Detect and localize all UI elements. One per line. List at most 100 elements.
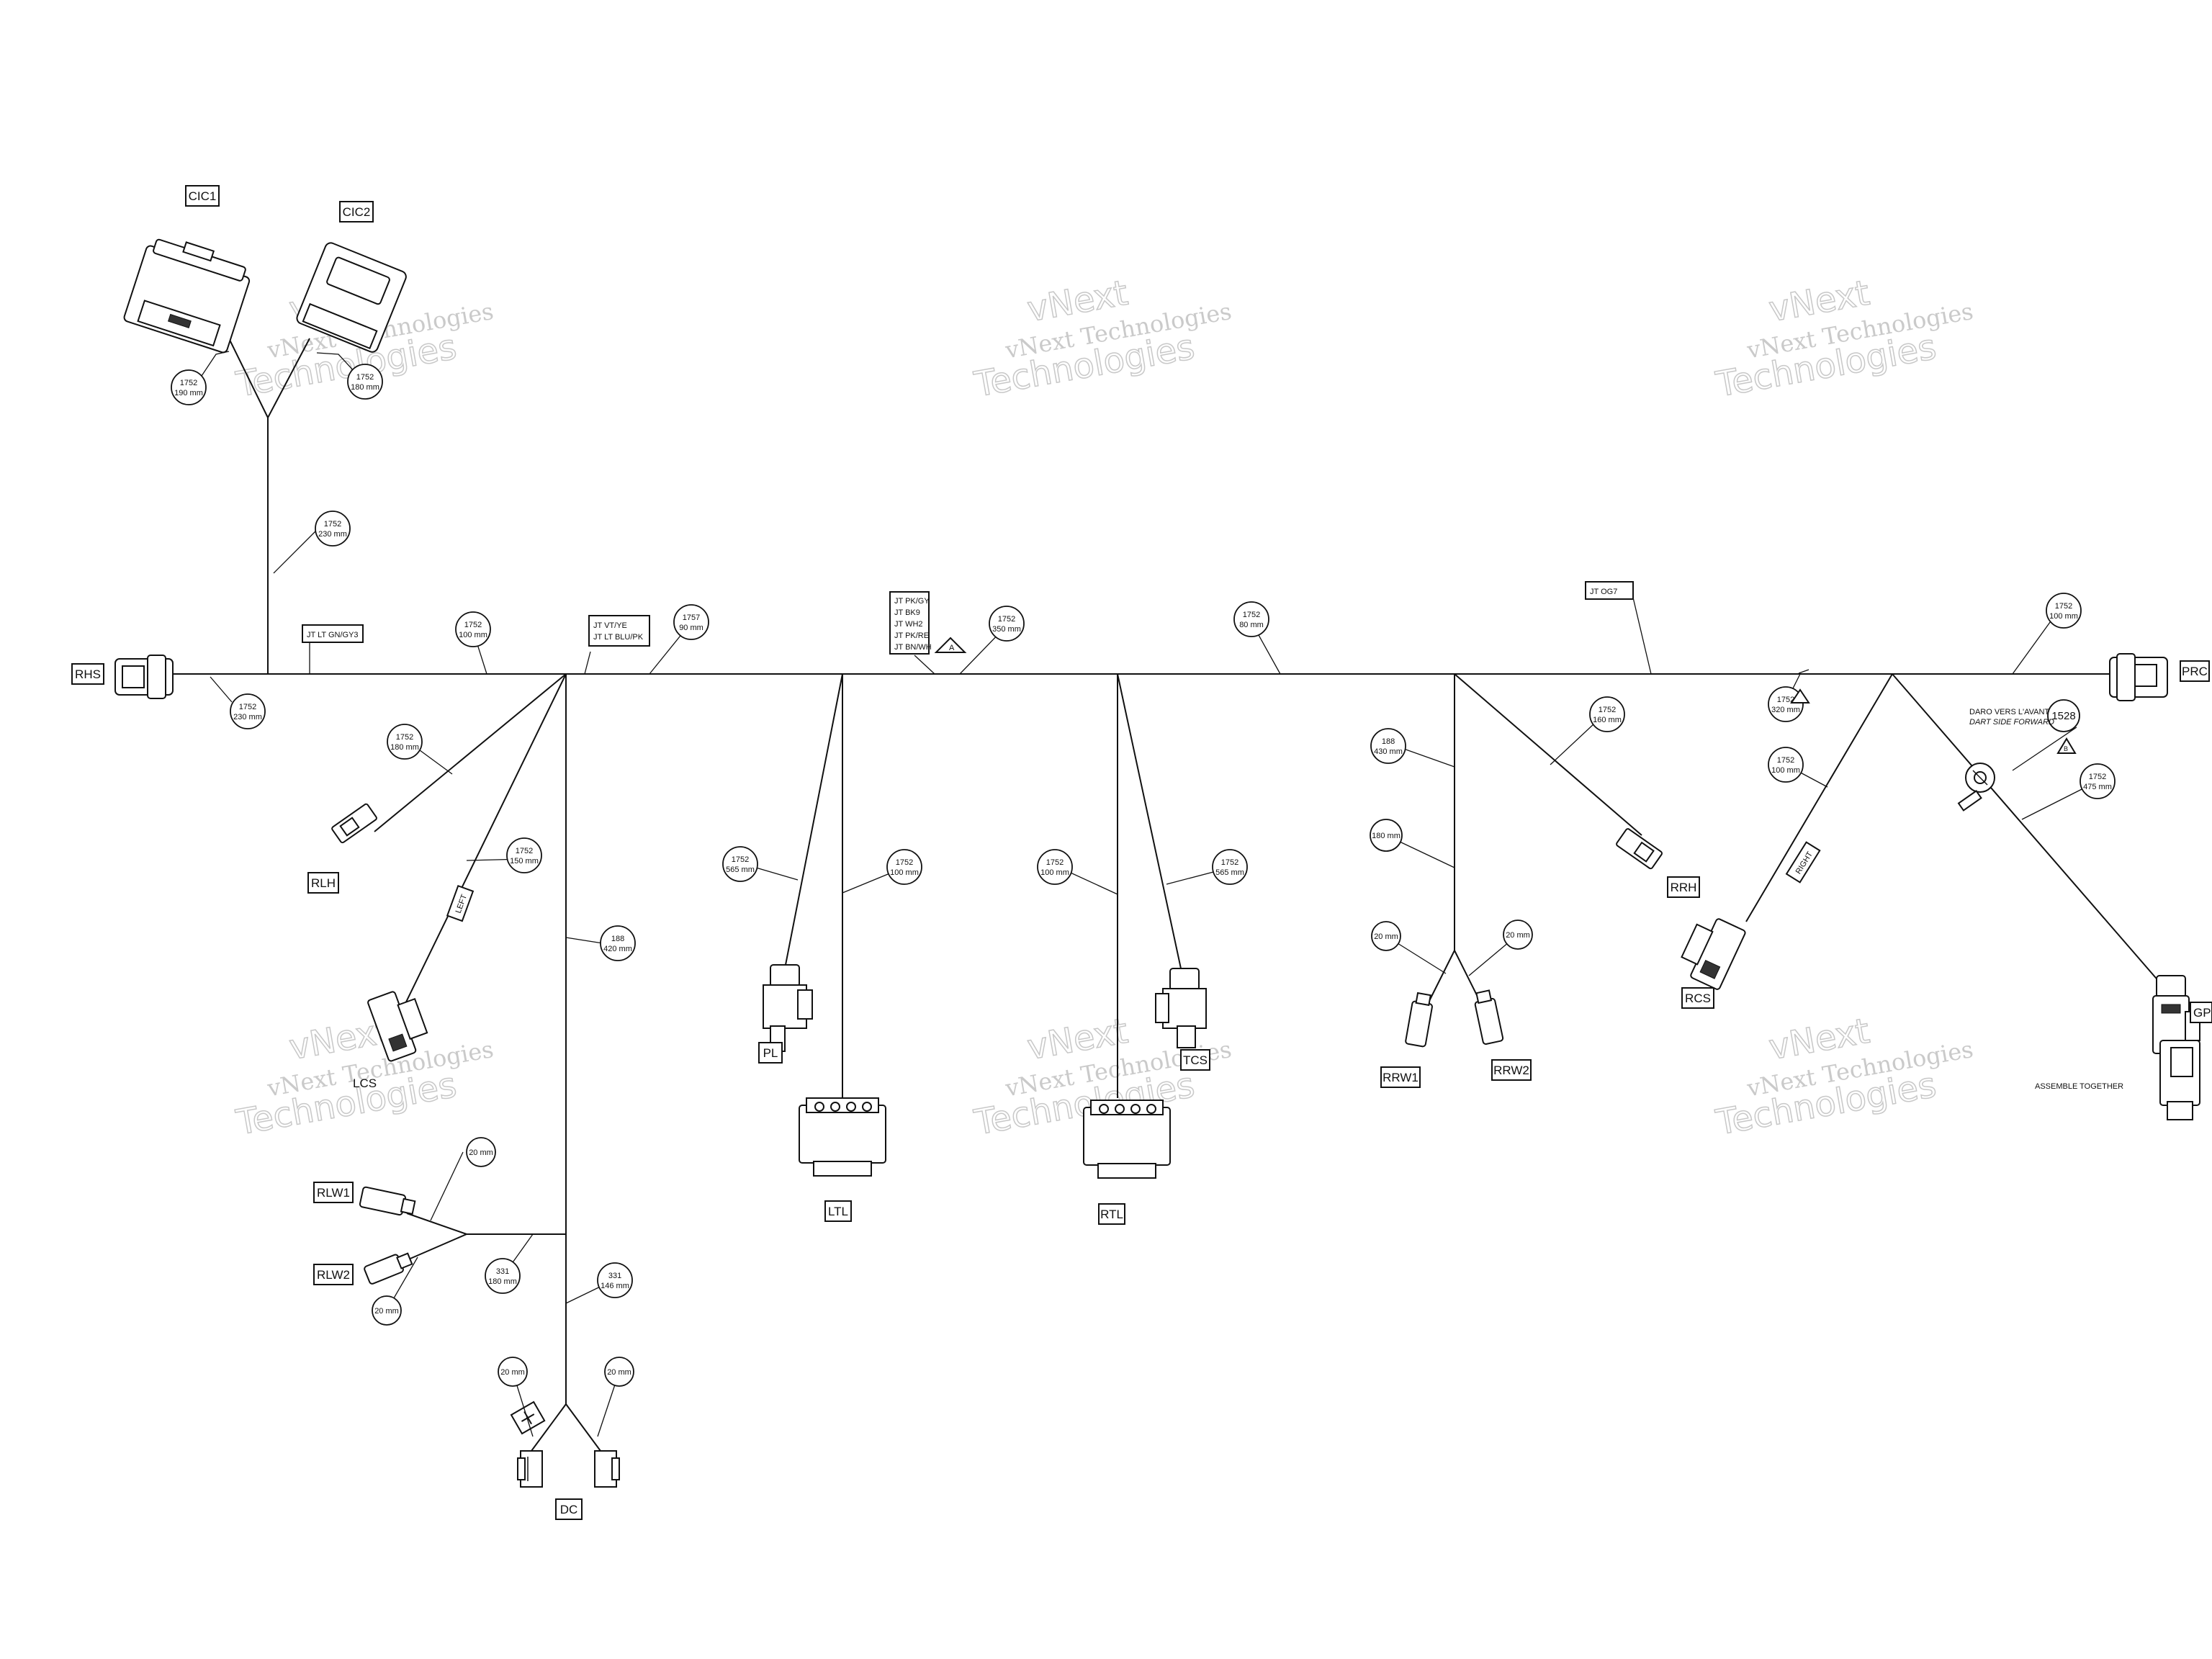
- leader-c12: [565, 937, 603, 944]
- dc-left-wire: [531, 1403, 567, 1452]
- rrh-connector-shape[interactable]: [1616, 828, 1663, 870]
- leader-c3: [273, 531, 316, 574]
- callout-c20: 20 mm: [1371, 921, 1401, 951]
- label-prc[interactable]: PRC: [2180, 660, 2210, 682]
- note-dart: DART SIDE FORWARD: [1969, 718, 2054, 727]
- label-tcs[interactable]: TCS: [1180, 1049, 1210, 1071]
- callout-c13-line1: 1752: [732, 855, 749, 864]
- callout-c5-line2: 100 mm: [459, 631, 487, 639]
- prc-connector-shape[interactable]: [2109, 653, 2168, 701]
- lcs-wire: [399, 673, 567, 1016]
- callout-c17-line2: 430 mm: [1374, 747, 1403, 756]
- label-rtl-text: RTL: [1100, 1208, 1123, 1221]
- cic1-connector-shape[interactable]: [123, 231, 255, 354]
- triangle-marker-b-text: B: [2064, 745, 2068, 752]
- label-rcs[interactable]: RCS: [1681, 987, 1714, 1009]
- gp-mating-connector-shape: [2159, 1040, 2200, 1120]
- leader-c25: [430, 1151, 464, 1221]
- dc-left-connector-shape[interactable]: [517, 1450, 543, 1488]
- callout-c1-line2: 190 mm: [174, 389, 203, 397]
- label-pl-text: PL: [763, 1046, 778, 1060]
- callout-c14-line1: 1752: [896, 858, 913, 867]
- label-rlw1[interactable]: RLW1: [313, 1182, 354, 1203]
- label-rrw2-text: RRW2: [1493, 1064, 1529, 1077]
- connector-labels: CIC1 CIC2 RHS PRC RLH LCS RLW1 RLW2 DC P…: [71, 185, 2212, 1520]
- label-rhs[interactable]: RHS: [71, 663, 104, 685]
- rlw1-connector-shape[interactable]: [359, 1186, 416, 1218]
- rlw2-wire: [406, 1233, 467, 1261]
- label-rlw2[interactable]: RLW2: [313, 1264, 354, 1285]
- callout-c9-line2: 100 mm: [2049, 612, 2078, 621]
- connector-shapes: [114, 231, 2200, 1488]
- callout-c8-line1: 1752: [1243, 611, 1260, 619]
- dc-right-connector-shape[interactable]: [594, 1450, 620, 1488]
- triangle-marker-a: [934, 637, 967, 653]
- callout-c25: 20 mm: [466, 1137, 496, 1167]
- callout-c26-line1: 20 mm: [374, 1307, 399, 1316]
- callout-c15-line2: 100 mm: [1040, 868, 1069, 877]
- callout-c18-line1: 1752: [1599, 706, 1616, 714]
- callout-c29: 20 mm: [498, 1357, 528, 1387]
- label-dc-text: DC: [560, 1503, 578, 1516]
- label-rrw2[interactable]: RRW2: [1491, 1059, 1532, 1081]
- callout-c21-line1: 20 mm: [1506, 931, 1530, 940]
- callout-c19-line1: 180 mm: [1372, 832, 1401, 840]
- label-lcs-text: LCS: [353, 1076, 377, 1090]
- callout-c4-line2: 230 mm: [233, 713, 262, 721]
- label-cic1-text: CIC1: [189, 189, 217, 203]
- ltl-connector-shape[interactable]: [799, 1097, 886, 1177]
- jt-stack-1: JT BK9: [894, 608, 920, 617]
- label-rtl[interactable]: RTL: [1098, 1203, 1125, 1225]
- callout-c9-line1: 1752: [2055, 602, 2072, 611]
- jt-stack-3: JT PK/RE: [894, 631, 929, 640]
- callout-c16-line2: 565 mm: [1215, 868, 1244, 877]
- rlw1-wire: [406, 1213, 467, 1235]
- label-rrw1-text: RRW1: [1382, 1071, 1419, 1084]
- label-rlh[interactable]: RLH: [307, 872, 339, 894]
- jt-stack-box: [889, 591, 930, 655]
- label-pl[interactable]: PL: [758, 1042, 783, 1064]
- pl-connector-shape[interactable]: [763, 964, 813, 1052]
- callout-c19: 180 mm: [1370, 819, 1403, 852]
- cic2-wire: [267, 338, 310, 418]
- rlh-connector-shape[interactable]: [331, 803, 377, 844]
- callout-c24-line1: 1752: [2089, 773, 2106, 781]
- label-lcs[interactable]: LCS: [353, 1076, 377, 1090]
- label-dc[interactable]: DC: [555, 1498, 583, 1520]
- leader-jt-vt: [584, 651, 591, 675]
- label-cic1[interactable]: CIC1: [185, 185, 220, 207]
- note-assemble: ASSEMBLE TOGETHER: [2035, 1082, 2123, 1091]
- rhs-connector-shape[interactable]: [114, 655, 174, 699]
- callout-c23-line2: 100 mm: [1771, 766, 1800, 775]
- triangle-marker-c: [1790, 688, 1810, 703]
- rcs-connector-shape[interactable]: [1676, 912, 1746, 990]
- rrw2-connector-shape[interactable]: [1473, 989, 1504, 1045]
- rrw1-connector-shape[interactable]: [1405, 992, 1434, 1048]
- jt-gn-text: JT LT GN/GY3: [307, 631, 359, 639]
- callout-c17-line1: 188: [1382, 737, 1395, 746]
- label-gp[interactable]: GP: [2190, 1002, 2212, 1023]
- cic2-connector-shape[interactable]: [295, 241, 408, 354]
- label-ltl[interactable]: LTL: [824, 1200, 852, 1222]
- tcs-connector-shape[interactable]: [1155, 968, 1207, 1048]
- label-rrw1[interactable]: RRW1: [1380, 1066, 1421, 1088]
- label-cic2[interactable]: CIC2: [339, 201, 374, 222]
- rlw2-connector-shape[interactable]: [364, 1250, 413, 1285]
- callout-c12-line1: 188: [611, 935, 624, 943]
- rtl-connector-shape[interactable]: [1083, 1100, 1171, 1179]
- callout-c30: 20 mm: [604, 1357, 634, 1387]
- label-rrh[interactable]: RRH: [1667, 876, 1700, 898]
- label-rlw1-text: RLW1: [317, 1186, 350, 1200]
- lcs-connector-shape[interactable]: [367, 985, 432, 1062]
